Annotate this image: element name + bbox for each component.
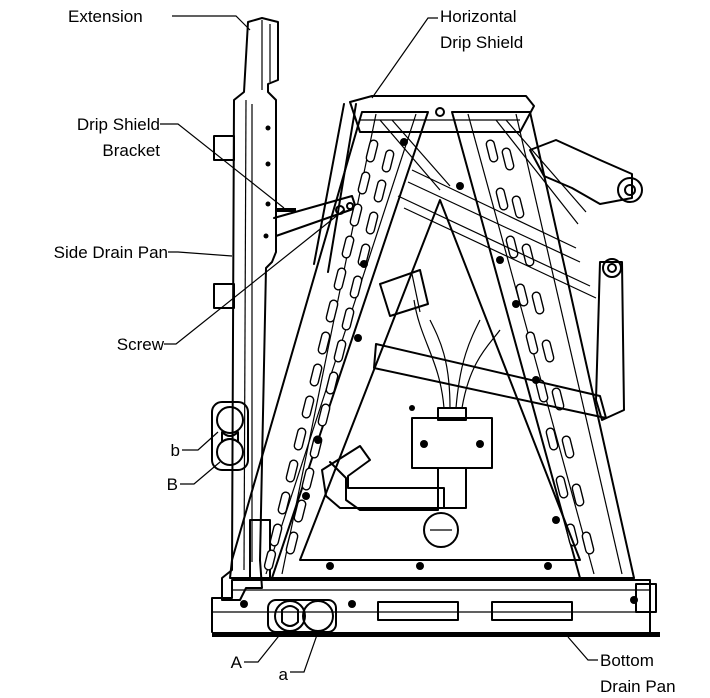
label-bottom-drain-pan-line1: Bottom bbox=[600, 651, 654, 670]
horizontal-drip-shield bbox=[313, 95, 535, 273]
center-panel bbox=[271, 199, 635, 579]
label-b-lower: b bbox=[171, 441, 180, 460]
label-horizontal-drip-shield-line2: Drip Shield bbox=[440, 33, 523, 52]
label-A-upper: A bbox=[231, 653, 243, 672]
leader-lines bbox=[160, 15, 598, 673]
bottom-drain-pan bbox=[211, 579, 660, 637]
right-coil-slab bbox=[451, 111, 635, 579]
label-drip-shield-bracket-line1: Drip Shield bbox=[77, 115, 160, 134]
label-drip-shield-bracket-line2: Bracket bbox=[102, 141, 160, 160]
label-side-drain-pan: Side Drain Pan bbox=[54, 243, 168, 262]
label-horizontal-drip-shield-line1: Horizontal bbox=[440, 7, 517, 26]
label-bottom-drain-pan-line2: Drain Pan bbox=[600, 677, 676, 696]
label-a-lower: a bbox=[279, 665, 289, 684]
label-B-upper: B bbox=[167, 475, 178, 494]
refrigerant-piping bbox=[321, 107, 643, 511]
label-screw: Screw bbox=[117, 335, 165, 354]
drip-shield-bracket bbox=[273, 195, 357, 237]
left-coil-slab bbox=[229, 111, 429, 579]
label-extension: Extension bbox=[68, 7, 143, 26]
